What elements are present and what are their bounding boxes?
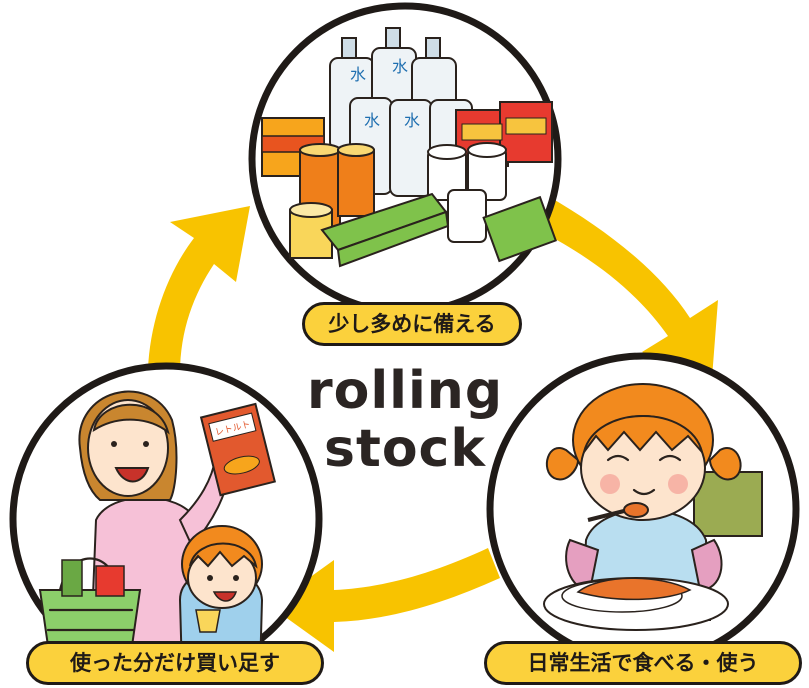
arrow-buy-to-stock: [148, 206, 250, 374]
stockpile-illustration: 水 水 水 水: [248, 2, 562, 316]
bottle-label: 水: [350, 65, 366, 84]
arrow-eat-to-buy: [270, 548, 500, 652]
step-label-buy-more: 使った分だけ買い足す: [26, 641, 324, 685]
bottle-label: 水: [364, 111, 380, 130]
step-label-eat-and-use: 日常生活で食べる・使う: [484, 641, 802, 685]
shopping-family-illustration: レトルト: [9, 362, 323, 676]
arrow-stock-to-eat: [530, 196, 718, 378]
title-line-2: stock: [324, 419, 486, 479]
eating-girl-illustration: [486, 352, 800, 666]
bottle-label: 水: [392, 57, 408, 76]
diagram-title: rolling stock: [290, 362, 520, 478]
title-line-1: rolling: [306, 361, 504, 421]
bottle-label: 水: [404, 111, 420, 130]
step-label-stock-up: 少し多めに備える: [302, 302, 522, 346]
